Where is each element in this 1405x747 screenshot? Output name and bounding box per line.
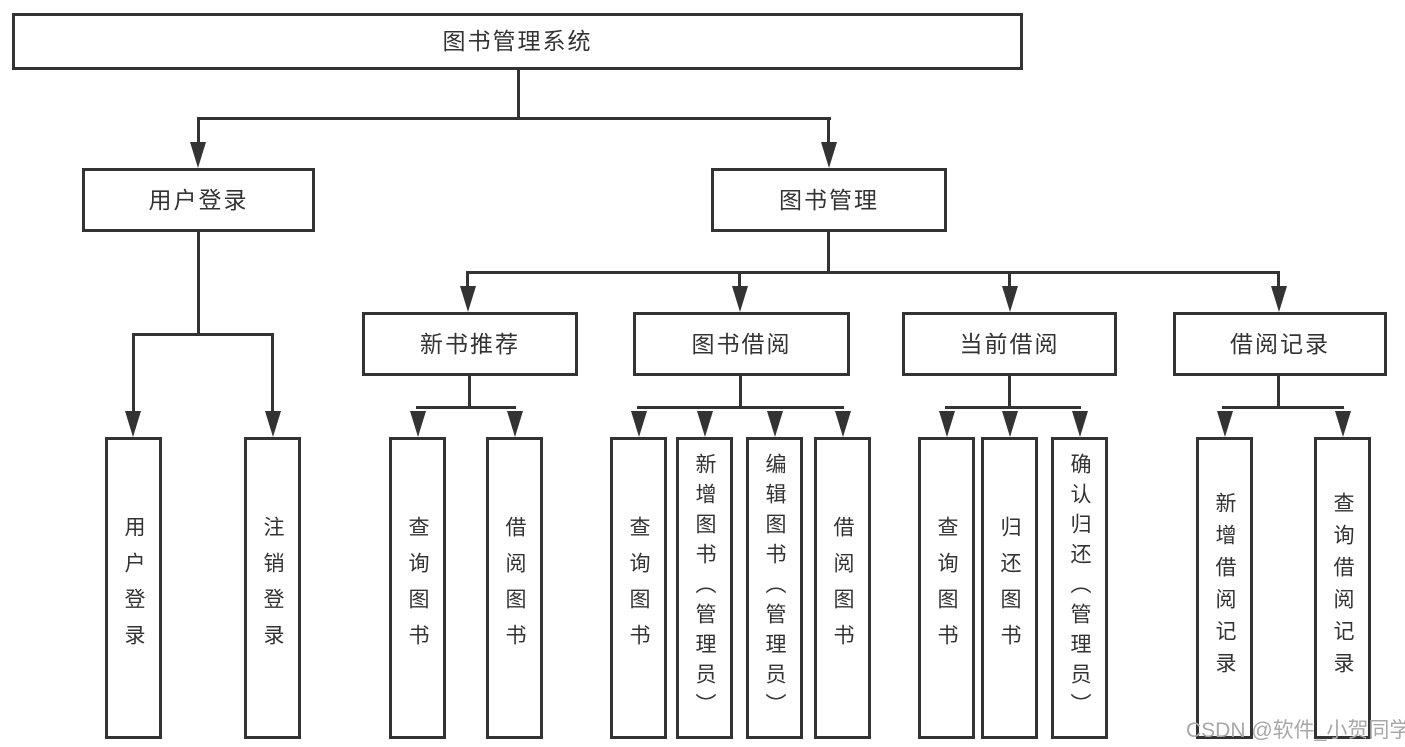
connector-mgmt-hline <box>466 271 1280 274</box>
connector-arrow-sec1-leaf3 <box>835 411 851 437</box>
connector-sec0-hline <box>416 406 516 409</box>
connector-arrow-mgmt <box>821 142 837 168</box>
connector-arrow-sec3-leaf0 <box>1217 411 1233 437</box>
leaf-borrow-query-books-label: 查询图书 <box>627 516 650 660</box>
connector-drop-sec1 <box>738 271 741 289</box>
leaf-cur-query-books: 查询图书 <box>918 437 975 739</box>
leaf-borrow-query-books: 查询图书 <box>610 437 667 739</box>
connector-arrow-sec1-leaf0 <box>631 411 647 437</box>
connector-arrow-sec2 <box>1002 286 1018 312</box>
node-book-mgmt: 图书管理 <box>711 168 947 232</box>
leaf-add-books-admin-label: 新增图书（管理员） <box>693 453 716 723</box>
connector-arrow-sec0 <box>460 286 476 312</box>
csdn-watermark: CSDN @软件_小贺同学 <box>1186 719 1405 742</box>
connector-drop-sec2 <box>1008 271 1011 289</box>
node-book-borrow-label: 图书借阅 <box>691 330 792 357</box>
connector-sec2-hline <box>945 406 1081 409</box>
connector-drop-leaf-logout <box>271 333 274 413</box>
leaf-query-borrow-record: 查询借阅记录 <box>1314 437 1371 739</box>
leaf-return-books-label: 归还图书 <box>998 516 1021 660</box>
node-user-login-label: 用户登录 <box>148 186 249 213</box>
leaf-return-books: 归还图书 <box>981 437 1038 739</box>
node-new-book-rec-label: 新书推荐 <box>420 330 520 357</box>
leaf-cur-query-books-label: 查询图书 <box>935 516 958 660</box>
leaf-rec-borrow-books-label: 借阅图书 <box>503 516 526 660</box>
leaf-rec-borrow-books: 借阅图书 <box>486 437 543 739</box>
connector-arrow-leaf-login <box>125 411 141 437</box>
connector-sec3-trunk <box>1277 376 1280 408</box>
connector-arrow-sec2-leaf1 <box>1002 411 1018 437</box>
node-current-borrow-label: 当前借阅 <box>959 330 1060 357</box>
leaf-add-borrow-record-label: 新增借阅记录 <box>1213 492 1236 684</box>
leaf-rec-query-books-label: 查询图书 <box>406 516 429 660</box>
connector-drop-sec0 <box>466 271 469 289</box>
connector-drop-login <box>197 117 200 145</box>
connector-arrow-sec1-leaf1 <box>697 411 713 437</box>
leaf-borrow-books-label: 借阅图书 <box>831 516 854 660</box>
connector-arrow-sec1-leaf2 <box>767 411 783 437</box>
leaf-edit-books-admin: 编辑图书（管理员） <box>746 437 803 739</box>
leaf-logout-label: 注销登录 <box>261 516 284 660</box>
node-book-borrow: 图书借阅 <box>633 312 850 376</box>
leaf-borrow-books: 借阅图书 <box>814 437 871 739</box>
connector-root-trunk <box>517 70 520 118</box>
connector-root-hline <box>197 117 831 120</box>
connector-arrow-login <box>190 142 206 168</box>
node-current-borrow: 当前借阅 <box>902 312 1117 376</box>
connector-sec1-hline <box>637 406 844 409</box>
connector-mgmt-trunk <box>827 232 830 274</box>
leaf-logout: 注销登录 <box>244 437 301 739</box>
leaf-rec-query-books: 查询图书 <box>389 437 446 739</box>
connector-arrow-sec0-leaf1 <box>507 411 523 437</box>
connector-arrow-sec3-leaf1 <box>1335 411 1351 437</box>
node-borrow-records: 借阅记录 <box>1173 312 1387 376</box>
connector-sec1-trunk <box>739 376 742 408</box>
connector-drop-leaf-login <box>132 333 135 413</box>
connector-drop-sec3 <box>1277 271 1280 289</box>
node-root-label: 图书管理系统 <box>442 28 593 54</box>
node-book-mgmt-label: 图书管理 <box>779 186 879 213</box>
connector-drop-mgmt <box>827 117 830 145</box>
node-root: 图书管理系统 <box>12 13 1023 70</box>
connector-sec0-trunk <box>468 376 471 408</box>
leaf-user-login-label: 用户登录 <box>122 516 145 660</box>
leaf-user-login: 用户登录 <box>105 437 162 739</box>
connector-login-trunk <box>197 232 200 336</box>
connector-arrow-sec2-leaf0 <box>939 411 955 437</box>
node-borrow-records-label: 借阅记录 <box>1230 330 1330 357</box>
connector-arrow-sec3 <box>1271 286 1287 312</box>
leaf-edit-books-admin-label: 编辑图书（管理员） <box>763 453 786 723</box>
connector-arrow-sec0-leaf0 <box>410 411 426 437</box>
leaf-query-borrow-record-label: 查询借阅记录 <box>1331 492 1354 684</box>
leaf-add-borrow-record: 新增借阅记录 <box>1196 437 1253 739</box>
connector-arrow-leaf-logout <box>265 411 281 437</box>
connector-arrow-sec1 <box>732 286 748 312</box>
connector-sec2-trunk <box>1008 376 1011 408</box>
leaf-confirm-return-admin-label: 确认归还（管理员） <box>1068 453 1091 723</box>
connector-sec3-hline <box>1222 406 1344 409</box>
node-user-login: 用户登录 <box>82 168 315 232</box>
connector-arrow-sec2-leaf2 <box>1072 411 1088 437</box>
leaf-add-books-admin: 新增图书（管理员） <box>676 437 733 739</box>
connector-login-hline <box>132 333 274 336</box>
node-new-book-rec: 新书推荐 <box>362 312 578 376</box>
leaf-confirm-return-admin: 确认归还（管理员） <box>1051 437 1108 739</box>
